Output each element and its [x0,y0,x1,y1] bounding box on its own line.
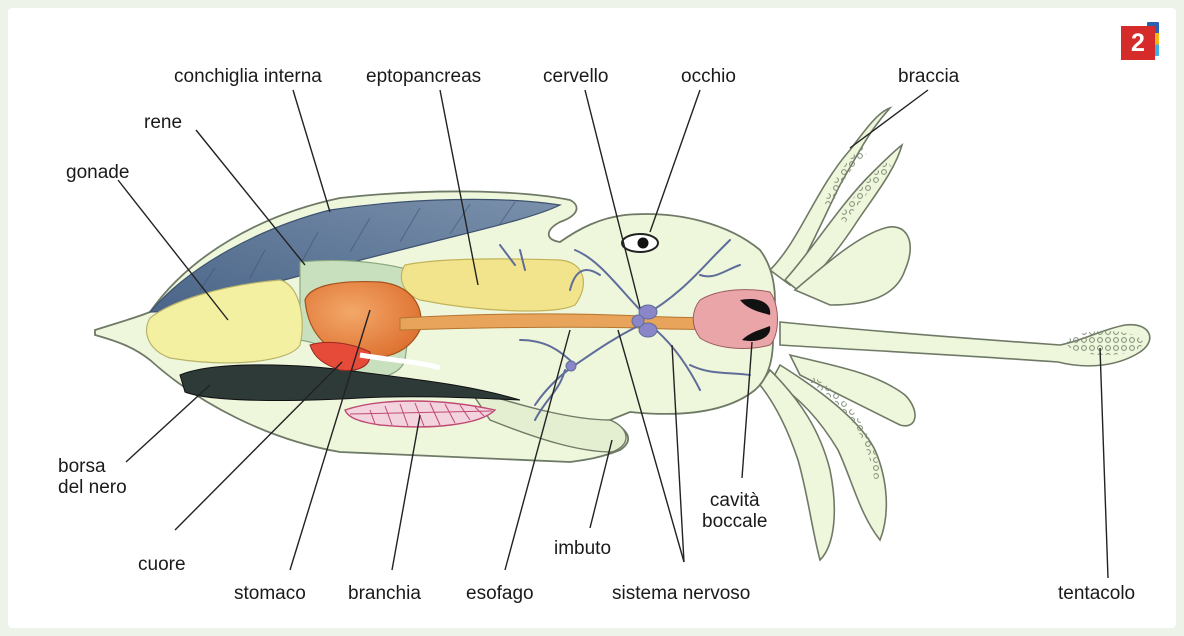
label-conchiglia-interna: conchiglia interna [174,66,322,87]
label-sistema-nervoso: sistema nervoso [612,583,750,604]
figure-number: 2 [1121,26,1155,60]
buccal-cavity [693,290,777,349]
label-cuore: cuore [138,554,186,575]
label-braccia: braccia [898,66,959,87]
label-gonade: gonade [66,162,129,183]
label-rene: rene [144,112,182,133]
label-cavita-line1: cavità [702,490,768,511]
diagram-frame: conchiglia interna eptopancreas cervello… [8,8,1176,628]
label-cavita-boccale: cavità boccale [702,490,768,532]
label-borsa-del-nero: borsa del nero [58,456,127,498]
label-tentacolo: tentacolo [1058,583,1135,604]
label-eptopancreas: eptopancreas [366,66,481,87]
label-imbuto: imbuto [554,538,611,559]
label-cervello: cervello [543,66,608,87]
label-cavita-line2: boccale [702,511,768,532]
label-borsa-line1: borsa [58,456,127,477]
figure-number-badge: 2 [1121,22,1159,60]
label-branchia: branchia [348,583,421,604]
label-borsa-line2: del nero [58,477,127,498]
suckers [812,150,1143,480]
label-occhio: occhio [681,66,736,87]
squid-anatomy-diagram [8,8,1176,628]
label-esofago: esofago [466,583,534,604]
label-stomaco: stomaco [234,583,306,604]
